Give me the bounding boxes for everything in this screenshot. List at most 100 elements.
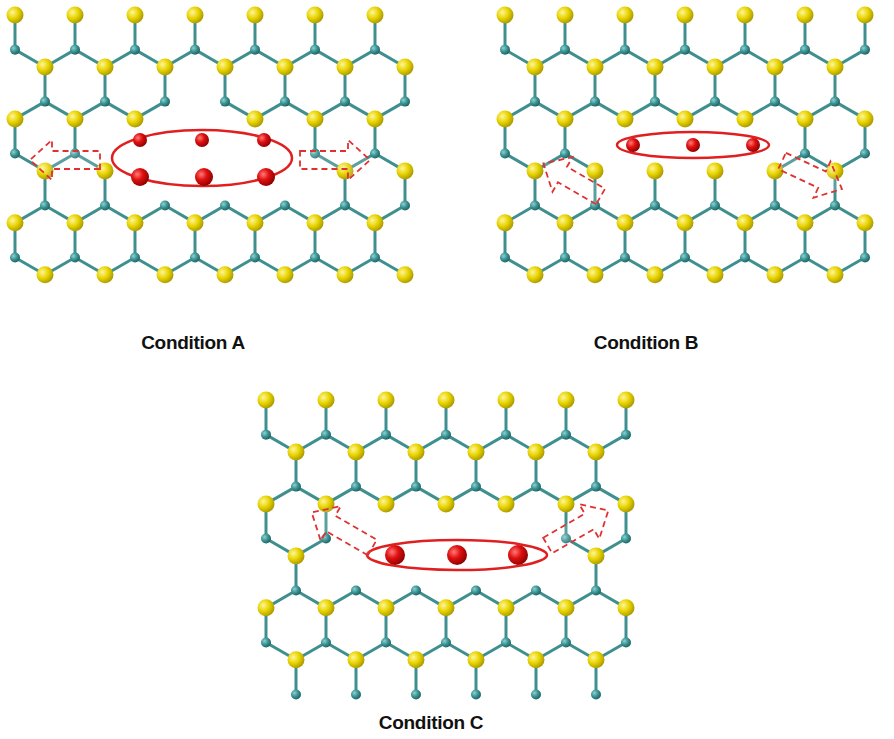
molybdenum-atom: [160, 201, 170, 211]
strain-arrow: [300, 140, 370, 180]
molybdenum-atom: [770, 97, 780, 107]
sulfur-atom: [498, 599, 515, 616]
molybdenum-atom: [830, 97, 840, 107]
molybdenum-atom: [400, 201, 410, 211]
sulfur-atom: [588, 547, 605, 564]
sulfur-atom: [707, 266, 724, 283]
sulfur-atom: [367, 214, 384, 231]
oxygen-atom: [746, 138, 760, 152]
sulfur-atom: [247, 7, 264, 24]
sulfur-atom: [127, 7, 144, 24]
molybdenum-atom: [310, 252, 320, 262]
sulfur-atom: [558, 599, 575, 616]
sulfur-atom: [438, 495, 455, 512]
molybdenum-atom: [250, 45, 260, 55]
lattice-panel: [497, 7, 874, 284]
sulfur-atom: [497, 110, 514, 127]
molybdenum-atom: [351, 689, 361, 699]
molybdenum-atom: [620, 45, 630, 55]
defect-group: [30, 130, 850, 570]
molybdenum-atom: [560, 149, 570, 159]
oxygen-atom: [257, 168, 275, 186]
sulfur-atom: [288, 443, 305, 460]
molybdenum-atom: [560, 252, 570, 262]
sulfur-atom: [618, 392, 635, 409]
sulfur-atom: [497, 214, 514, 231]
strain-arrow: [302, 495, 383, 565]
molybdenum-atom: [130, 45, 140, 55]
defect-site: [533, 132, 850, 214]
molybdenum-atom: [530, 201, 540, 211]
molybdenum-atom: [860, 149, 870, 159]
molybdenum-atom: [400, 97, 410, 107]
sulfur-atom: [618, 495, 635, 512]
sulfur-atom: [247, 214, 264, 231]
sulfur-atom: [127, 110, 144, 127]
sulfur-atom: [527, 162, 544, 179]
sulfur-atom: [468, 651, 485, 668]
sulfur-atom: [288, 547, 305, 564]
molybdenum-atom: [250, 252, 260, 262]
sulfur-atom: [707, 58, 724, 75]
sulfur-atom: [617, 7, 634, 24]
sulfur-atom: [7, 7, 24, 24]
sulfur-atom: [348, 443, 365, 460]
molybdenum-atom: [261, 637, 271, 647]
sulfur-atom: [528, 443, 545, 460]
sulfur-atom: [558, 495, 575, 512]
sulfur-atom: [468, 443, 485, 460]
molybdenum-atom: [770, 201, 780, 211]
sulfur-atom: [587, 162, 604, 179]
molybdenum-atom: [591, 689, 601, 699]
sulfur-atom: [397, 162, 414, 179]
molybdenum-atom: [471, 482, 481, 492]
sulfur-atom: [677, 7, 694, 24]
sulfur-atom: [797, 110, 814, 127]
sulfur-atom: [587, 266, 604, 283]
sulfur-atom: [337, 266, 354, 283]
molybdenum-atom: [710, 201, 720, 211]
molybdenum-atom: [261, 534, 271, 544]
molybdenum-atom: [370, 149, 380, 159]
sulfur-atom: [288, 651, 305, 668]
molybdenum-atom: [680, 45, 690, 55]
sulfur-atom: [677, 214, 694, 231]
sulfur-atom: [647, 162, 664, 179]
oxygen-atom: [626, 138, 640, 152]
oxygen-atom: [133, 133, 147, 147]
strain-arrow: [538, 493, 619, 563]
molybdenum-atom: [411, 689, 421, 699]
sulfur-atom: [307, 110, 324, 127]
sulfur-atom: [557, 7, 574, 24]
molybdenum-atom: [100, 201, 110, 211]
molybdenum-atom: [471, 689, 481, 699]
oxygen-atom: [686, 138, 700, 152]
sulfur-atom: [67, 7, 84, 24]
condition-label: Condition A: [141, 332, 245, 354]
lattice-panel: [7, 7, 414, 284]
sulfur-atom: [217, 266, 234, 283]
sulfur-atom: [318, 599, 335, 616]
molybdenum-atom: [591, 586, 601, 596]
sulfur-atom: [498, 392, 515, 409]
sulfur-atom: [348, 651, 365, 668]
molybdenum-atom: [501, 430, 511, 440]
sulfur-atom: [307, 7, 324, 24]
sulfur-atom: [37, 266, 54, 283]
sulfur-atom: [127, 214, 144, 231]
molybdenum-atom: [500, 252, 510, 262]
molybdenum-atom: [621, 637, 631, 647]
sulfur-atom: [857, 110, 874, 127]
molybdenum-atom: [220, 201, 230, 211]
molybdenum-atom: [650, 201, 660, 211]
molybdenum-atom: [500, 149, 510, 159]
molybdenum-atom: [531, 689, 541, 699]
molybdenum-atom: [220, 97, 230, 107]
sulfur-atom: [498, 495, 515, 512]
sulfur-atom: [497, 7, 514, 24]
molybdenum-atom: [621, 534, 631, 544]
molybdenum-atom: [280, 201, 290, 211]
sulfur-atom: [408, 651, 425, 668]
sulfur-atom: [797, 214, 814, 231]
molybdenum-atom: [280, 97, 290, 107]
